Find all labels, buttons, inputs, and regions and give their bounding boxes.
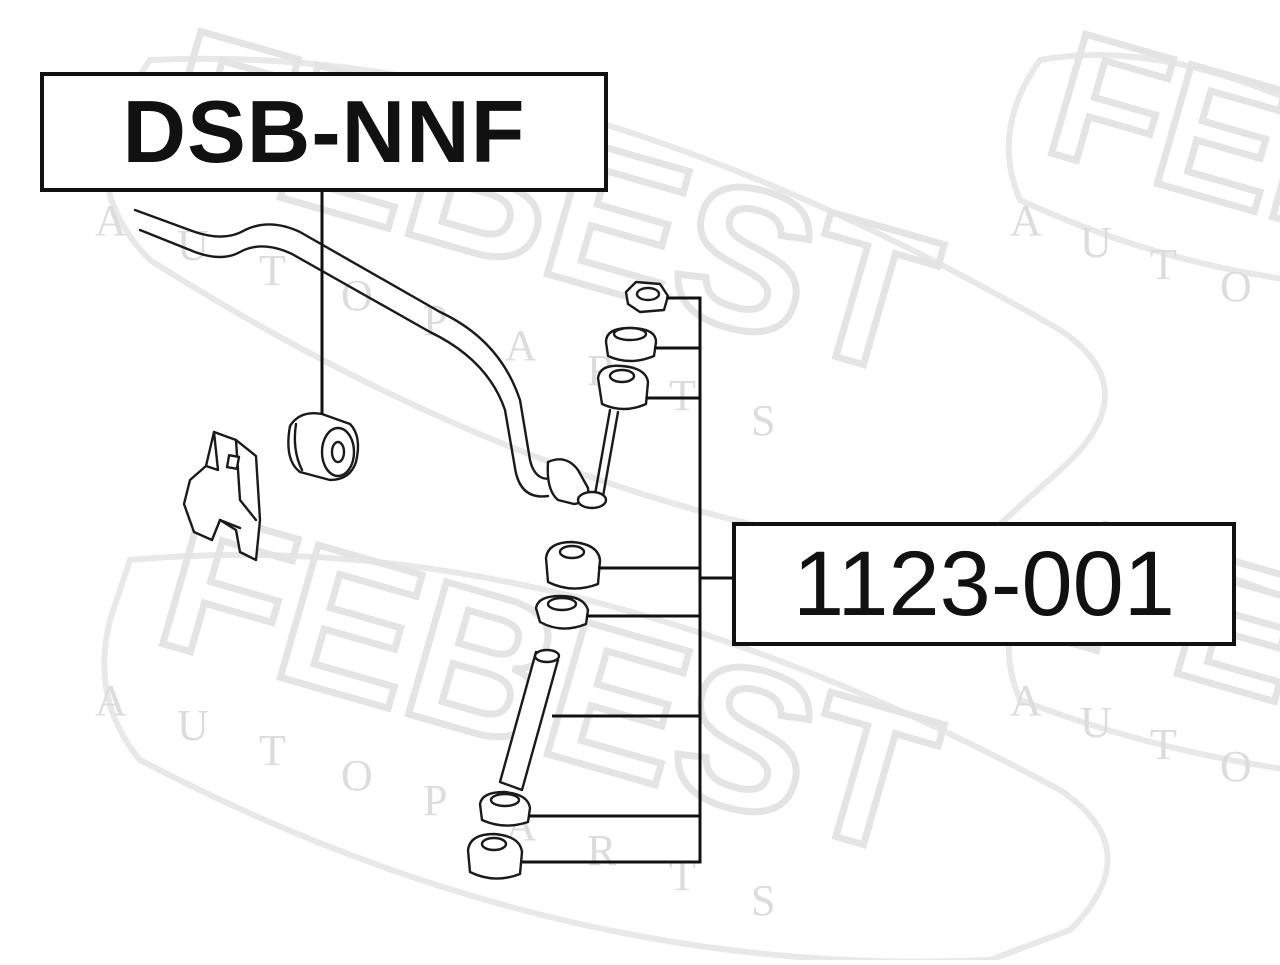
watermark-letter-3-1: U xyxy=(1080,698,1112,747)
watermark-letter-2-0: A xyxy=(1010,196,1042,245)
link-washer-mid xyxy=(576,490,608,510)
watermark-letter-0-5: A xyxy=(505,321,537,370)
link-nut-top xyxy=(624,280,670,314)
watermark-letter-1-3: O xyxy=(341,751,373,800)
watermark-letter-1-8: S xyxy=(751,876,775,925)
stabilizer-bushing xyxy=(287,412,360,482)
watermark-letter-1-7: T xyxy=(669,851,696,900)
watermark-letter-0-1: U xyxy=(177,221,209,270)
leader-1123-001-bracket xyxy=(522,296,702,864)
link-bushing-upper xyxy=(596,364,650,411)
watermark-letter-2-2: T xyxy=(1150,240,1177,289)
watermark-brand-top-right: FEBEST xyxy=(1029,0,1280,383)
watermark-letter-0-8: S xyxy=(751,396,775,445)
watermark-letter-1-4: P xyxy=(423,776,447,825)
watermark-autoparts-letters: AUTOPARTSAUTOPARTSAUTOAUTO xyxy=(95,196,1252,925)
watermark-letter-2-3: O xyxy=(1220,262,1252,311)
watermark-letter-0-0: A xyxy=(95,196,127,245)
watermark-letter-1-0: A xyxy=(95,676,127,725)
link-bushing-bottom xyxy=(466,832,524,880)
watermark-letter-1-2: T xyxy=(259,726,286,775)
watermark-letter-0-3: O xyxy=(341,271,373,320)
watermark-letter-3-0: A xyxy=(1010,676,1042,725)
watermark-letter-0-2: T xyxy=(259,246,286,295)
mounting-bracket xyxy=(182,430,262,562)
watermark-letter-3-3: O xyxy=(1220,742,1252,791)
part-number-dsb-nnf: DSB-NNF xyxy=(122,82,526,181)
link-washer-bottom xyxy=(478,790,532,827)
link-bolt xyxy=(592,408,620,504)
watermark-letter-0-7: T xyxy=(669,371,696,420)
link-spacer-sleeve xyxy=(498,648,561,792)
part-label-dsb-nnf: DSB-NNF xyxy=(40,72,608,192)
leader-lines xyxy=(320,192,734,864)
watermark-letter-2-1: U xyxy=(1080,218,1112,267)
part-number-1123-001: 1123-001 xyxy=(793,532,1175,635)
watermark-letter-1-1: U xyxy=(177,701,209,750)
watermark-brand-top: FEBEST xyxy=(138,0,958,419)
part-label-1123-001: 1123-001 xyxy=(732,522,1236,646)
link-bushing-middle xyxy=(544,540,602,590)
link-washer-lower xyxy=(534,594,590,630)
watermark-letter-3-2: T xyxy=(1150,720,1177,769)
watermark-letter-1-6: R xyxy=(587,826,617,875)
link-washer-top xyxy=(604,326,658,363)
stabilizer-link-kit xyxy=(466,280,670,880)
